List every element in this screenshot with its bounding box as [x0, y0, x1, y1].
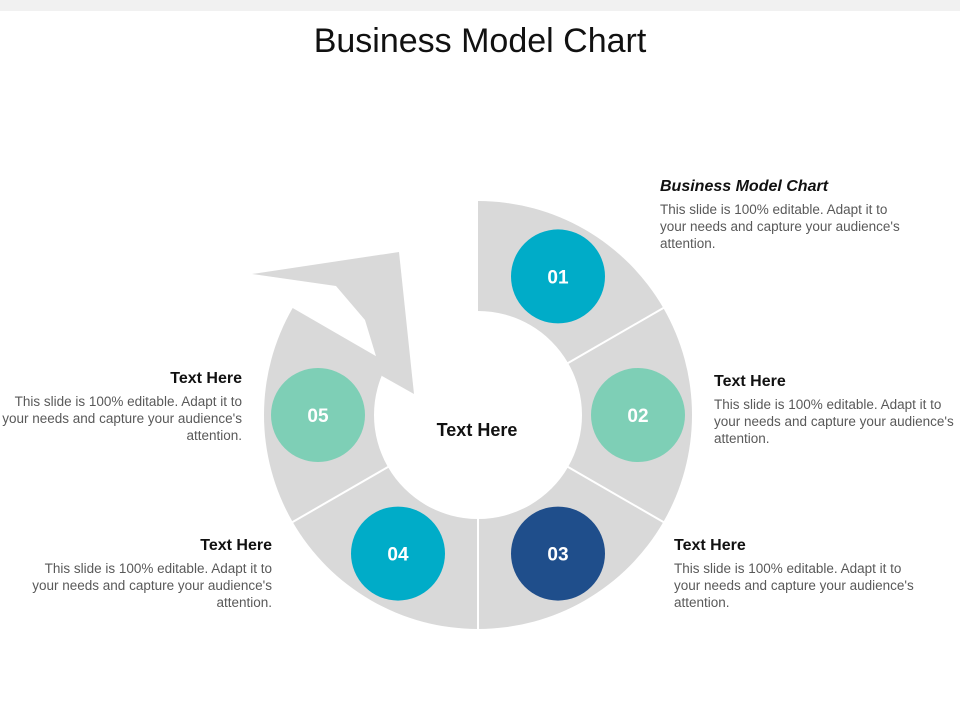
step-circle-03: 03 [511, 506, 605, 601]
segment-divider [566, 465, 666, 524]
center-label: Text Here [437, 420, 518, 440]
callout-step-02: Text Here This slide is 100% editable. A… [714, 373, 954, 447]
step-circle-fill [511, 229, 605, 324]
step-number: 04 [387, 545, 409, 566]
step-number: 01 [547, 267, 569, 288]
callout-step-04: Text Here This slide is 100% editable. A… [22, 537, 272, 611]
step-circle-fill [511, 506, 605, 601]
step-circle-fill [591, 368, 685, 462]
slide-title: Business Model Chart [313, 22, 647, 60]
step-circle-04: 04 [351, 506, 445, 601]
segment-divider [566, 306, 666, 365]
callout-heading: Business Model Chart [660, 178, 829, 195]
callout-body: This slide is 100% editable. Adapt it to… [714, 397, 954, 446]
callout-body: This slide is 100% editable. Adapt it to… [2, 394, 242, 443]
step-number: 03 [547, 545, 568, 566]
step-circle-fill [271, 368, 365, 462]
callout-heading: Text Here [674, 537, 746, 554]
callout-step-05: Text Here This slide is 100% editable. A… [2, 370, 242, 444]
callout-heading: Text Here [200, 537, 272, 554]
arrow-head [252, 252, 414, 394]
callout-body: This slide is 100% editable. Adapt it to… [660, 202, 900, 251]
step-circle-05: 05 [271, 368, 365, 462]
step-circle-02: 02 [591, 368, 685, 462]
callout-heading: Text Here [714, 373, 786, 390]
callout-step-01: Business Model Chart This slide is 100% … [660, 178, 910, 252]
step-number: 05 [307, 406, 329, 427]
top-strip [0, 0, 960, 11]
step-circle-01: 01 [511, 229, 605, 324]
callout-heading: Text Here [170, 370, 242, 387]
segment-divider [290, 465, 390, 524]
step-circle-fill [351, 506, 445, 601]
step-number: 02 [627, 406, 648, 427]
callout-body: This slide is 100% editable. Adapt it to… [32, 561, 272, 610]
callout-body: This slide is 100% editable. Adapt it to… [674, 561, 914, 610]
callout-step-03: Text Here This slide is 100% editable. A… [674, 537, 924, 611]
